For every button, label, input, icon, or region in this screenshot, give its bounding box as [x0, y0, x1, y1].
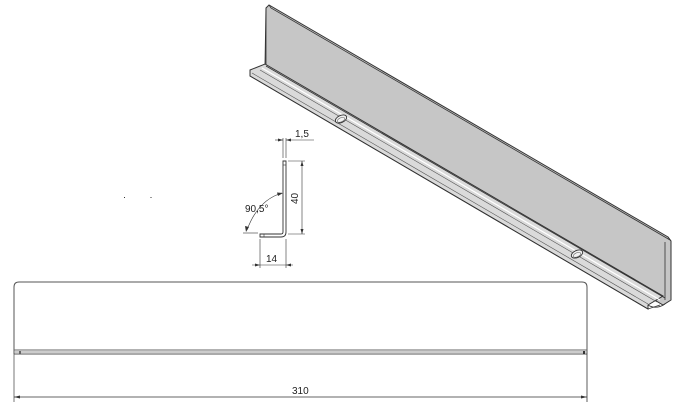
- isometric-hole-2: [570, 249, 584, 259]
- dim-angle: 90,5°: [245, 204, 268, 215]
- stray-mark: [150, 197, 152, 198]
- isometric-view: [249, 4, 672, 310]
- isometric-hole-1: [334, 114, 348, 124]
- dim-flange-width: 14: [266, 254, 278, 265]
- front-view-outline: [13, 281, 588, 354]
- isometric-flange-face: [249, 63, 664, 310]
- front-view: 310: [13, 281, 588, 402]
- isometric-wall-top-edge: [268, 4, 671, 241]
- profile-view: 1,5 40 90,5° 14: [243, 129, 314, 268]
- stray-mark: [124, 197, 125, 198]
- isometric-wall-face: [264, 4, 672, 306]
- isometric-bend-line: [265, 65, 666, 299]
- dim-height: 40: [290, 192, 301, 204]
- dim-length: 310: [292, 386, 309, 397]
- dim-thickness: 1,5: [295, 129, 309, 140]
- profile-shape: [259, 160, 287, 238]
